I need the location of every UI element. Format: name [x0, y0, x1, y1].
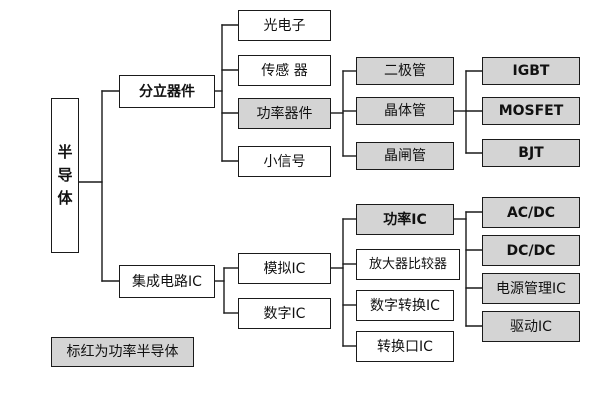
node-ac-dc: AC/DC: [482, 197, 580, 228]
node-interface-ic: 转换口IC: [356, 331, 454, 362]
node-bjt: BJT: [482, 139, 580, 167]
node-transistor: 晶体管: [356, 97, 454, 125]
node-semiconductor-char: 半: [57, 143, 73, 161]
node-dc-dc: DC/DC: [482, 235, 580, 266]
node-discrete-devices: 分立器件: [119, 75, 215, 108]
node-thyristor: 晶闸管: [356, 142, 454, 170]
node-semiconductor-char: 导: [57, 166, 73, 184]
node-integrated-circuit: 集成电路IC: [119, 265, 215, 298]
node-power-management-ic: 电源管理IC: [482, 273, 580, 304]
node-analog-ic: 模拟IC: [238, 253, 331, 284]
node-semiconductor-char: 体: [57, 189, 73, 207]
node-mosfet: MOSFET: [482, 97, 580, 125]
node-power-ic: 功率IC: [356, 204, 454, 235]
node-semiconductor: 半 导 体: [51, 98, 79, 253]
node-power-device: 功率器件: [238, 98, 331, 129]
node-diode: 二极管: [356, 57, 454, 85]
node-igbt: IGBT: [482, 57, 580, 85]
node-amplifier-comparator: 放大器比较器: [356, 249, 460, 280]
node-sensor: 传感 器: [238, 55, 331, 86]
legend-note: 标红为功率半导体: [51, 337, 194, 367]
node-driver-ic: 驱动IC: [482, 311, 580, 342]
node-digital-ic: 数字IC: [238, 298, 331, 329]
node-data-converter-ic: 数字转换IC: [356, 290, 454, 321]
node-optoelectronics: 光电子: [238, 10, 331, 41]
node-small-signal: 小信号: [238, 146, 331, 177]
